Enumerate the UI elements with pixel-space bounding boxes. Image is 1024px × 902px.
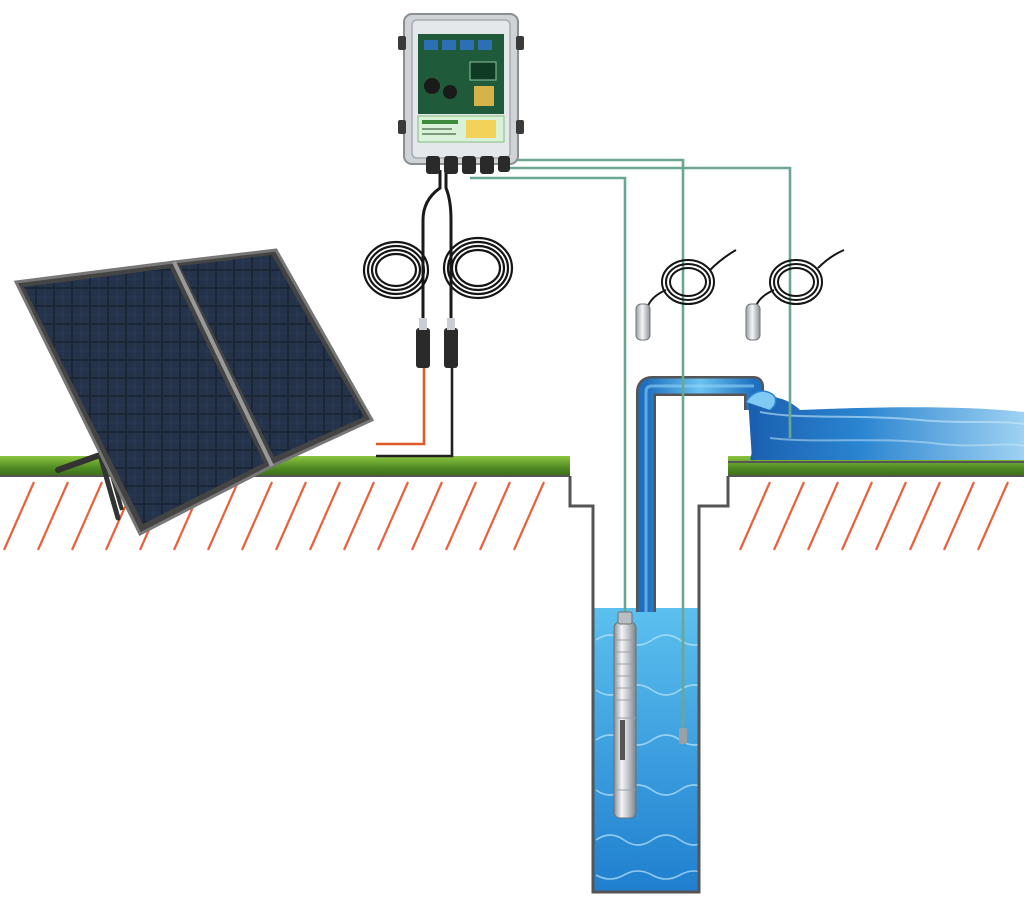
soil-hatch-line bbox=[36, 481, 70, 551]
pump-power-cable bbox=[470, 176, 627, 622]
soil-hatch-line bbox=[240, 481, 274, 551]
soil-hatch-line bbox=[512, 481, 546, 551]
tank-sensor-cable bbox=[510, 166, 792, 438]
solar-panel bbox=[13, 248, 375, 537]
level-sensor-well bbox=[635, 249, 737, 341]
soil-hatch-line bbox=[308, 481, 342, 551]
soil-hatch-left bbox=[2, 481, 546, 551]
soil-hatch-line bbox=[376, 481, 410, 551]
soil-hatch-line bbox=[2, 481, 36, 551]
soil-hatch-line bbox=[908, 481, 942, 551]
soil-hatch-right bbox=[738, 481, 1010, 551]
soil-hatch-line bbox=[206, 481, 240, 551]
cable-gland-3 bbox=[462, 156, 476, 174]
soil-hatch-line bbox=[70, 481, 104, 551]
mc4-connector-negative bbox=[444, 328, 458, 368]
soil-hatch-line bbox=[976, 481, 1010, 551]
soil-hatch-line bbox=[738, 481, 772, 551]
cable-gland-2 bbox=[444, 156, 458, 174]
negative-wire bbox=[376, 368, 454, 458]
cable-gland-5 bbox=[498, 156, 510, 172]
positive-wire bbox=[376, 368, 426, 446]
soil-hatch-line bbox=[806, 481, 840, 551]
signal-wires bbox=[470, 158, 792, 740]
soil-hatch-line bbox=[942, 481, 976, 551]
pv-cable-coil-left bbox=[362, 240, 430, 300]
submersible-pump bbox=[613, 611, 637, 819]
soil-hatch-line bbox=[772, 481, 806, 551]
pv-wires bbox=[376, 170, 458, 458]
soil-hatch-line bbox=[874, 481, 908, 551]
delivery-pipe bbox=[636, 376, 764, 612]
well-sensor-cable bbox=[496, 158, 685, 740]
soil-hatch-line bbox=[274, 481, 308, 551]
soil-hatch-line bbox=[840, 481, 874, 551]
pv-cable-coil-right bbox=[442, 236, 514, 300]
mc4-connector-positive bbox=[416, 328, 430, 368]
pump-controller bbox=[398, 13, 524, 174]
soil-hatch-line bbox=[410, 481, 444, 551]
soil-hatch-line bbox=[342, 481, 376, 551]
cable-gland-1 bbox=[426, 156, 440, 174]
well-sensor-probe bbox=[679, 728, 687, 744]
level-sensor-tank bbox=[745, 249, 845, 341]
soil-hatch-line bbox=[444, 481, 478, 551]
cable-gland-4 bbox=[480, 156, 494, 174]
water-tank bbox=[728, 390, 1024, 463]
soil-hatch-line bbox=[478, 481, 512, 551]
